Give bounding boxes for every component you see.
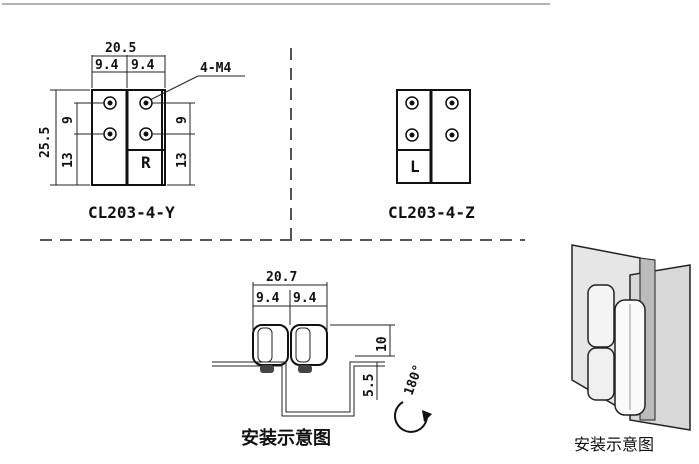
rotation-label: 180° bbox=[402, 363, 427, 398]
hinge-leaf-upper bbox=[587, 284, 615, 348]
side-marker-r: R bbox=[141, 153, 151, 172]
callout-leader bbox=[149, 75, 199, 101]
mount-hole-center bbox=[107, 131, 113, 137]
knuckle-left-inner bbox=[257, 327, 273, 363]
mount-hole-center bbox=[409, 100, 415, 106]
dim-total-width: 20.5 bbox=[105, 41, 136, 56]
right-hinge-view: R 20.5 9.4 9.4 4-M4 25.5 9 13 9 13 CL203… bbox=[38, 41, 245, 222]
inst-dim-left: 9.4 bbox=[256, 291, 280, 306]
rotation-arrow-icon bbox=[394, 401, 428, 433]
mount-hole-center bbox=[449, 132, 455, 138]
dim-right-width: 9.4 bbox=[131, 58, 155, 73]
hinge-3d-illustration: 安装示意图 bbox=[571, 244, 691, 454]
inst-dim-total-width: 20.7 bbox=[266, 270, 297, 285]
screw-spec-label: 4-M4 bbox=[200, 61, 231, 76]
photo-caption: 安装示意图 bbox=[574, 435, 654, 454]
dim-upper-right: 9 bbox=[175, 116, 190, 124]
screw-head bbox=[260, 365, 274, 373]
dim-lower-left: 13 bbox=[61, 152, 76, 168]
dim-upper-left: 9 bbox=[61, 116, 76, 124]
mount-hole-center bbox=[409, 132, 415, 138]
rotation-arrowhead-icon bbox=[422, 410, 432, 422]
left-hinge-view: L CL203-4-Z bbox=[388, 89, 475, 222]
mount-hole-center bbox=[143, 100, 149, 106]
model-label-y: CL203-4-Y bbox=[88, 203, 175, 222]
installation-view: 20.7 9.4 9.4 10 5.5 180° 安装示意图 bbox=[212, 270, 432, 449]
hinge-leaf-lower bbox=[587, 347, 615, 401]
mount-hole-center bbox=[449, 100, 455, 106]
panel-outline-b bbox=[212, 365, 385, 417]
inst-dim-offset: 5.5 bbox=[362, 374, 377, 397]
installation-caption: 安装示意图 bbox=[241, 427, 331, 449]
side-marker-l: L bbox=[410, 157, 420, 176]
model-label-z: CL203-4-Z bbox=[388, 203, 475, 222]
mount-hole-center bbox=[107, 100, 113, 106]
mount-hole-center bbox=[143, 131, 149, 137]
dim-left-width: 9.4 bbox=[95, 58, 119, 73]
inst-dim-height: 10 bbox=[375, 336, 390, 352]
dim-height: 25.5 bbox=[38, 127, 53, 158]
knuckle-right-inner bbox=[295, 327, 311, 363]
dim-lower-right: 13 bbox=[175, 152, 190, 168]
screw-head bbox=[298, 365, 312, 373]
inst-dim-right: 9.4 bbox=[293, 291, 317, 306]
